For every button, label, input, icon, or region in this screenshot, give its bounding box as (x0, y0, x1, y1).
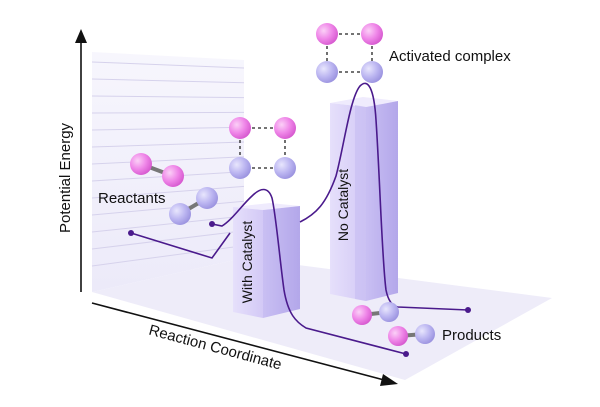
uncatalyzed-pathway (299, 82, 469, 311)
reactant-start-point (128, 230, 134, 236)
y-axis-arrowhead (75, 29, 87, 43)
activated-complex-molecule (316, 23, 383, 83)
floor-plane (92, 258, 552, 380)
wall-gridline (91, 111, 245, 114)
catalyzed-complex-molecule (229, 117, 296, 179)
wall-gridline (91, 95, 245, 99)
wall-gridlines (91, 61, 245, 267)
catalyzed-pathway (211, 188, 407, 355)
wall-gridline (91, 156, 245, 165)
reactant-molecule-lavender (169, 187, 218, 225)
no-catalyst-bar (330, 97, 398, 301)
with-catalyst-bar (233, 203, 300, 318)
wall-gridline (91, 78, 245, 84)
energy-curves (128, 82, 471, 357)
activated-complex-label: Activated complex (389, 48, 511, 65)
y-axis (75, 29, 87, 292)
wall-gridline (91, 215, 245, 233)
y-axis-label: Potential Energy (57, 122, 74, 233)
wall-gridline (91, 61, 245, 69)
products-label: Products (442, 327, 501, 344)
wall-gridline (91, 126, 245, 131)
wall-gridline (91, 230, 245, 250)
catalyzed-start-point (209, 221, 215, 227)
catalyzed-end-point (403, 351, 409, 357)
x-axis (91, 302, 398, 386)
product-molecule-1 (352, 302, 399, 325)
reactant-energy-line (130, 232, 231, 259)
product-molecule-2 (388, 324, 435, 346)
wall-gridline (91, 141, 245, 148)
wall-gridline (91, 185, 245, 199)
uncatalyzed-end-point (465, 307, 471, 313)
reactants-label: Reactants (98, 190, 166, 207)
with-catalyst-label: With Catalyst (239, 221, 255, 304)
x-axis-arrowhead (380, 374, 398, 386)
reactant-molecule-pink (130, 153, 184, 187)
no-catalyst-label: No Catalyst (335, 169, 351, 241)
wall-gridline (91, 200, 245, 216)
